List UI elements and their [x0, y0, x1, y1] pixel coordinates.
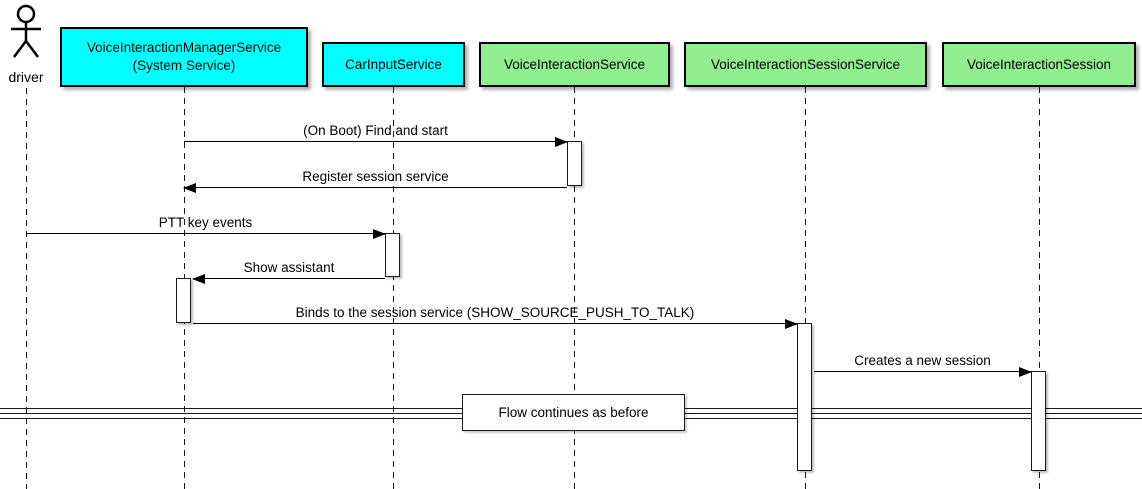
message-line [184, 186, 567, 188]
message-1: Register session service [183, 168, 567, 193]
message-3: Show assistant [192, 259, 385, 284]
divider-label: Flow continues as before [498, 405, 649, 420]
message-line [26, 232, 385, 234]
participant-label: CarInputService [345, 56, 442, 72]
message-label: Binds to the session service (SHOW_SOURC… [295, 305, 695, 320]
message-label: Register session service [302, 169, 449, 184]
participant-voice-interaction-service: VoiceInteractionService [479, 42, 670, 87]
message-0: (On Boot) Find and start [184, 122, 568, 147]
activation-bar-voice-interaction-manager-service [176, 278, 191, 323]
participant-label: (System Service) [132, 58, 236, 73]
divider-box: Flow continues as before [462, 394, 685, 431]
message-4: Binds to the session service (SHOW_SOURC… [193, 304, 798, 329]
message-line [193, 322, 797, 324]
activation-bar-voice-interaction-service [567, 141, 582, 186]
message-label: Show assistant [243, 260, 335, 275]
actor-driver: driver [4, 4, 48, 85]
participant-voice-interaction-session: VoiceInteractionSession [942, 42, 1136, 87]
message-label: Creates a new session [854, 353, 991, 368]
participant-voice-interaction-session-service: VoiceInteractionSessionService [684, 42, 927, 87]
message-label: (On Boot) Find and start [303, 123, 448, 138]
lifeline-voice-interaction-session-service [805, 87, 806, 489]
arrowhead-icon [555, 136, 568, 147]
participant-car-input-service: CarInputService [322, 42, 465, 87]
person-icon [11, 4, 41, 58]
message-label: PTT key events [158, 215, 253, 230]
lifeline-driver [26, 88, 27, 489]
arrowhead-icon [373, 228, 386, 239]
activation-bar-car-input-service [385, 233, 400, 277]
activation-bar-voice-interaction-session-service [797, 323, 812, 471]
message-line [193, 277, 385, 279]
lifeline-car-input-service [393, 87, 394, 489]
message-5: Creates a new session [814, 352, 1032, 377]
arrowhead-icon [192, 273, 205, 284]
participant-label: VoiceInteractionSessionService [710, 56, 901, 72]
arrowhead-icon [183, 182, 196, 193]
actor-label: driver [8, 69, 44, 85]
lifeline-voice-interaction-session [1039, 87, 1040, 489]
arrowhead-icon [1019, 366, 1032, 377]
message-2: PTT key events [26, 214, 386, 239]
participant-voice-interaction-manager-service: VoiceInteractionManagerService (System Se… [60, 27, 308, 87]
lifeline-voice-interaction-service [574, 87, 575, 489]
activation-bar-voice-interaction-session [1031, 371, 1046, 471]
participant-label: VoiceInteractionManagerService [86, 40, 282, 55]
participant-label: VoiceInteractionService [503, 56, 646, 72]
message-line [184, 140, 567, 142]
arrowhead-icon [785, 318, 798, 329]
participant-label: VoiceInteractionSession [966, 56, 1112, 72]
message-line [814, 370, 1031, 372]
